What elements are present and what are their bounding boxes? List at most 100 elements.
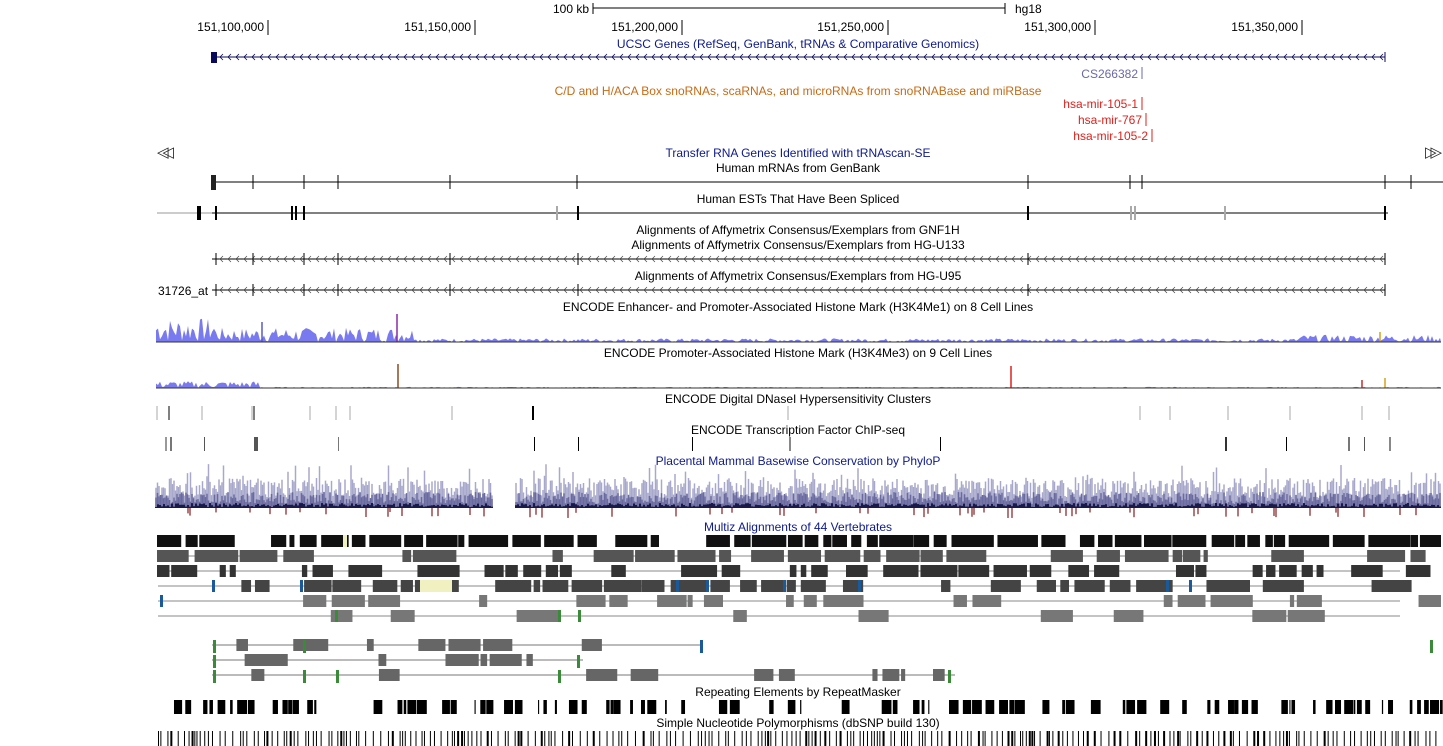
track-label-snp[interactable]: Simple Nucleotide Polymorphisms (dbSNP b… [656,716,940,730]
strand-arrow [1235,53,1240,61]
snp-mark [853,731,855,746]
strand-arrow [547,286,552,294]
strand-arrow [1179,255,1184,263]
track-label-hgu95[interactable]: Alignments of Affymetrix Consensus/Exemp… [634,269,962,283]
strand-arrow [1147,53,1152,61]
multiz-block [483,639,513,651]
multiz-block [578,610,581,622]
track-label-tfbs[interactable]: ENCODE Transcription Factor ChIP-seq [690,423,906,437]
track-label-hgu133[interactable]: Alignments of Affymetrix Consensus/Exemp… [631,238,965,252]
multiz-block [1206,580,1250,592]
strand-arrow [555,286,560,294]
snp-mark [550,731,552,746]
snp-mark [767,731,770,746]
track-label-rmsk[interactable]: Repeating Elements by RepeatMasker [695,685,901,699]
strand-arrow [635,286,640,294]
snp-mark [805,731,808,746]
repeat-element [985,700,995,714]
strand-arrow [395,286,400,294]
strand-arrow [627,53,632,61]
snp-mark [421,731,423,746]
est-exon [1224,206,1226,220]
strand-arrow [1363,286,1368,294]
track-label-dnase[interactable]: ENCODE Digital DNaseI Hypersensitivity C… [664,392,932,406]
probe-item-label[interactable]: 31726_at [158,284,209,298]
snp-mark [266,731,269,746]
strand-arrow [875,53,880,61]
snp-mark [829,731,831,746]
track-label-trna[interactable]: Transfer RNA Genes Identified with tRNAs… [665,146,931,160]
snp-mark [308,731,310,746]
strand-arrow [507,255,512,263]
snp-mark [621,731,623,746]
est-exon [199,206,201,220]
strand-arrow [443,53,448,61]
track-label-gnf1h[interactable]: Alignments of Affymetrix Consensus/Exemp… [636,223,960,237]
mirna-item-label[interactable]: hsa-mir-767 [1077,113,1142,127]
strand-arrow [1131,286,1136,294]
track-label-multiz[interactable]: Multiz Alignments of 44 Vertebrates [703,520,893,534]
repeat-element [272,700,278,714]
strand-arrow [363,286,368,294]
strand-arrow [747,286,752,294]
strand-arrow [571,53,576,61]
strand-arrow [355,53,360,61]
snp-mark [650,731,652,746]
track-label-snorna[interactable]: C/D and H/ACA Box snoRNAs, scaRNAs, and … [554,84,1042,98]
snp-mark [1187,731,1189,746]
multiz-block [390,610,415,622]
multiz-block [920,550,943,562]
multiz-block [1040,610,1073,622]
scroll-left-icon[interactable]: ◁◁ [157,144,174,161]
strand-arrow [675,286,680,294]
snp-mark [554,731,556,746]
track-label-phylop[interactable]: Placental Mammal Basewise Conservation b… [655,454,941,468]
snp-mark [1303,731,1305,746]
mirna-item-label[interactable]: hsa-mir-105-2 [1073,129,1148,143]
strand-arrow [371,53,376,61]
snp-mark [293,731,295,746]
strand-arrow [747,53,752,61]
multiz-block [212,580,215,592]
snp-mark [253,731,255,746]
strand-arrow [835,53,840,61]
snp-mark [160,731,162,746]
multiz-block [1094,565,1120,577]
multiz-block [789,565,797,577]
multiz-block [321,535,349,547]
strand-arrow [315,255,320,263]
repeat-element [373,700,383,714]
tfbs-site [165,437,167,451]
track-label-ucsc-genes[interactable]: UCSC Genes (RefSeq, GenBank, tRNAs & Com… [616,37,980,51]
repeat-element [1289,700,1291,714]
strand-arrow [563,53,568,61]
snp-mark [1153,731,1156,746]
track-label-h3k4me1[interactable]: ENCODE Enhancer- and Promoter-Associated… [562,300,1034,314]
mirna-item-label[interactable]: hsa-mir-105-1 [1063,97,1138,111]
multiz-block [886,550,920,562]
strand-arrow [1035,286,1040,294]
strand-arrow [491,53,496,61]
strand-arrow [267,255,272,263]
strand-arrow [1163,53,1168,61]
multiz-block [1144,535,1172,547]
strand-arrow [387,53,392,61]
multiz-block [703,595,723,607]
snp-mark [1229,731,1232,746]
gene-item-label[interactable]: CS266382 [1081,67,1138,81]
strand-arrow [723,53,728,61]
snp-mark [1366,731,1368,746]
strand-arrow [659,53,664,61]
snp-mark [1332,731,1334,746]
track-label-mrna[interactable]: Human mRNAs from GenBank [715,161,881,175]
track-label-est[interactable]: Human ESTs That Have Been Spliced [696,192,900,206]
scroll-right-icon[interactable]: ▷▷ [1425,144,1442,161]
strand-arrow [811,286,816,294]
strand-arrow [1315,255,1320,263]
strand-arrow [675,255,680,263]
snp-mark [1020,731,1022,746]
track-label-h3k4me3[interactable]: ENCODE Promoter-Associated Histone Mark … [603,346,993,360]
strand-arrow [1035,53,1040,61]
